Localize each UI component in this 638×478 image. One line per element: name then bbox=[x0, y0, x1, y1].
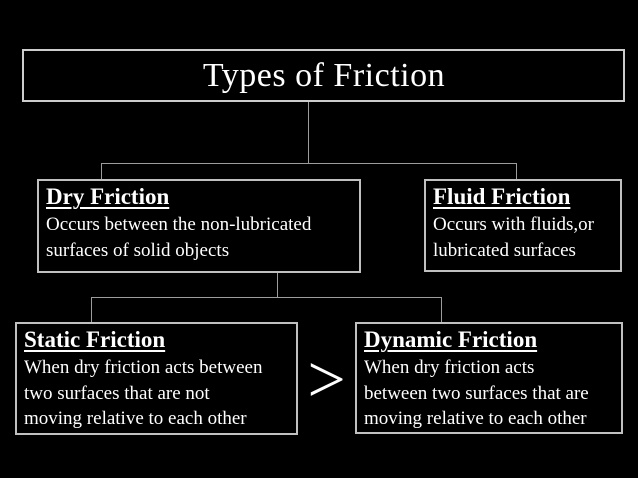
fluid-friction-heading: Fluid Friction bbox=[433, 184, 571, 209]
static-friction-line-1: When dry friction acts between bbox=[24, 356, 263, 378]
dynamic-friction-heading: Dynamic Friction bbox=[364, 327, 538, 352]
fluid-friction-line-1: Occurs with fluids,or bbox=[433, 213, 594, 235]
static-friction-heading: Static Friction bbox=[24, 327, 166, 352]
dry-friction-heading: Dry Friction bbox=[46, 184, 170, 209]
node-static-friction: Static Friction When dry friction acts b… bbox=[15, 322, 298, 435]
connector-drop-fluid bbox=[516, 163, 517, 179]
dynamic-friction-line-1: When dry friction acts bbox=[364, 356, 535, 378]
dynamic-friction-line-3: moving relative to each other bbox=[364, 408, 587, 430]
connector-row1-crossbar bbox=[101, 163, 517, 164]
node-dynamic-friction: Dynamic Friction When dry friction acts … bbox=[355, 322, 623, 434]
fluid-friction-line-2: lubricated surfaces bbox=[433, 239, 576, 261]
connector-drop-dry bbox=[101, 163, 102, 179]
static-friction-line-2: two surfaces that are not bbox=[24, 382, 210, 404]
node-dry-friction: Dry Friction Occurs between the non-lubr… bbox=[37, 179, 361, 273]
title-node: Types of Friction bbox=[22, 49, 625, 102]
connector-drop-static bbox=[91, 297, 92, 322]
dynamic-friction-line-2: between two surfaces that are bbox=[364, 382, 589, 404]
connector-title-stem bbox=[308, 102, 309, 163]
dry-friction-line-2: surfaces of solid objects bbox=[46, 239, 230, 261]
slide-title: Types of Friction bbox=[202, 56, 446, 94]
static-friction-line-3: moving relative to each other bbox=[24, 408, 247, 430]
connector-drop-dynamic bbox=[441, 297, 442, 322]
greater-than-symbol: > bbox=[307, 341, 346, 417]
connector-row2-crossbar bbox=[91, 297, 442, 298]
node-fluid-friction: Fluid Friction Occurs with fluids,or lub… bbox=[424, 179, 622, 272]
dry-friction-line-1: Occurs between the non-lubricated bbox=[46, 213, 312, 235]
connector-dry-stem bbox=[277, 273, 278, 297]
